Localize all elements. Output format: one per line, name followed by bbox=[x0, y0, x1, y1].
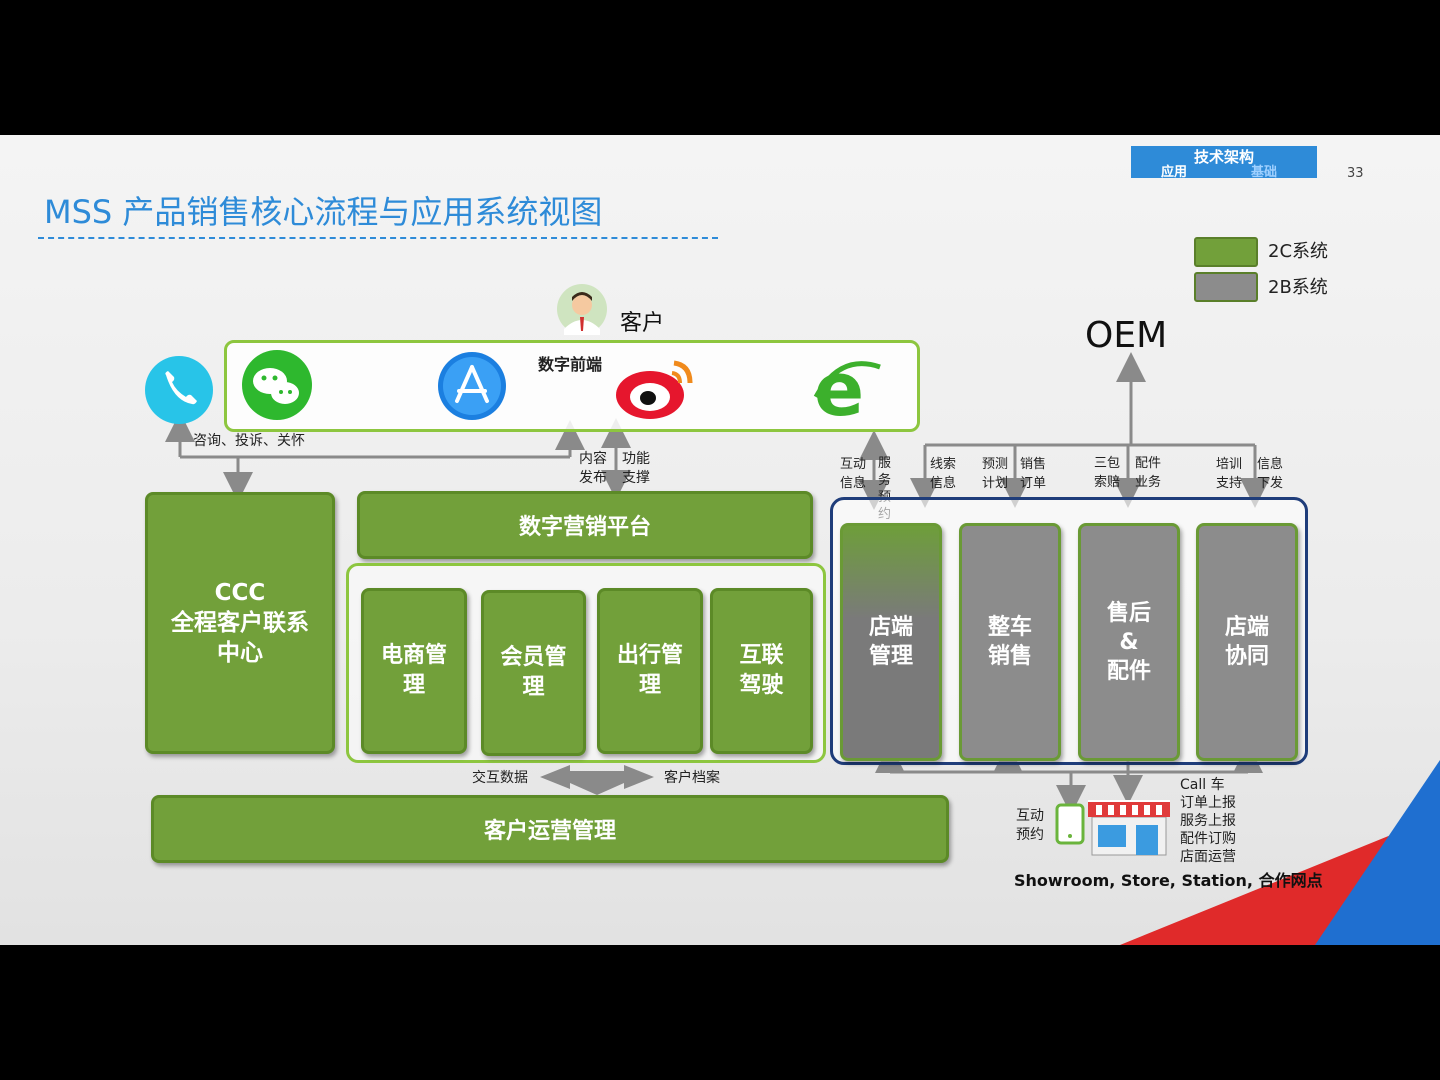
ccc-box: CCC 全程客户联系 中心 bbox=[145, 492, 335, 754]
legend-2c-swatch bbox=[1194, 237, 1258, 267]
title-divider bbox=[38, 237, 718, 239]
section-tag: 技术架构 应用 基础 bbox=[1131, 146, 1317, 180]
dealer-label: Showroom, Store, Station, 合作网点 bbox=[1014, 871, 1323, 890]
customer-avatar-icon bbox=[556, 283, 608, 335]
customer-operations-box: 客户运营管理 bbox=[151, 795, 949, 863]
digital-front-label: 数字前端 bbox=[538, 355, 603, 374]
sales-order-label: 销售 订单 bbox=[1020, 457, 1047, 491]
forecast-plan-label: 预测 计划 bbox=[982, 457, 1009, 491]
lead-info-label: 线索 信息 bbox=[930, 457, 957, 491]
legend-2b-label: 2B系统 bbox=[1268, 277, 1328, 298]
content-publish-label: 内容 发布 bbox=[579, 451, 607, 486]
data-exchange-label: 交互数据 bbox=[472, 770, 528, 786]
app-store-icon bbox=[437, 351, 507, 421]
store-collaboration-box: 店端 协同 bbox=[1196, 523, 1298, 761]
aftersales-parts-box: 售后 & 配件 bbox=[1078, 523, 1180, 761]
info-issue-label: 信息 下发 bbox=[1257, 457, 1284, 491]
parts-business-label: 配件 业务 bbox=[1135, 456, 1162, 490]
section-tag-title: 技术架构 bbox=[1193, 148, 1254, 166]
page-title: MSS 产品销售核心流程与应用系统视图 bbox=[44, 193, 603, 231]
wechat-icon bbox=[240, 349, 314, 421]
exchange-arrow bbox=[540, 765, 654, 789]
phone-icon bbox=[144, 355, 214, 425]
legend-2c-label: 2C系统 bbox=[1268, 241, 1329, 262]
training-support-label: 培训 支持 bbox=[1216, 457, 1243, 491]
warranty-claim-label: 三包 索赔 bbox=[1094, 456, 1121, 490]
customer-file-label: 客户档案 bbox=[664, 770, 720, 786]
ecommerce-box: 电商管 理 bbox=[361, 588, 467, 754]
store-icon bbox=[1086, 795, 1172, 857]
interact-booking-label: 互动 预约 bbox=[1016, 808, 1044, 843]
connected-driving-box: 互联 驾驶 bbox=[710, 588, 813, 754]
function-support-label: 功能 支撑 bbox=[622, 451, 650, 486]
oem-label: OEM bbox=[1085, 315, 1168, 356]
mobility-box: 出行管 理 bbox=[597, 588, 703, 754]
digital-marketing-platform-box: 数字营销平台 bbox=[357, 491, 813, 559]
mobile-phone-icon bbox=[1055, 803, 1085, 845]
weibo-icon bbox=[612, 355, 696, 421]
ie-browser-icon: e bbox=[810, 347, 882, 433]
slide: MSS 产品销售核心流程与应用系统视图 33 技术架构 应用 基础 2C系统 2… bbox=[0, 135, 1440, 945]
store-management-box: 店端 管理 bbox=[840, 523, 942, 761]
section-tag-left: 应用 bbox=[1161, 165, 1188, 180]
digital-front-panel bbox=[224, 340, 920, 432]
customer-label: 客户 bbox=[620, 311, 665, 336]
consult-label: 咨询、投诉、关怀 bbox=[193, 433, 305, 449]
page-number: 33 bbox=[1347, 166, 1364, 181]
corner-decoration bbox=[1120, 760, 1440, 945]
section-tag-right: 基础 bbox=[1250, 165, 1277, 180]
vehicle-sales-box: 整车 销售 bbox=[959, 523, 1061, 761]
interact-info-label: 互动 信息 bbox=[840, 457, 867, 491]
legend-2b-swatch bbox=[1194, 272, 1258, 302]
member-box: 会员管 理 bbox=[481, 590, 586, 756]
store-reports-label: Call 车 订单上报 服务上报 配件订购 店面运营 bbox=[1180, 777, 1236, 865]
